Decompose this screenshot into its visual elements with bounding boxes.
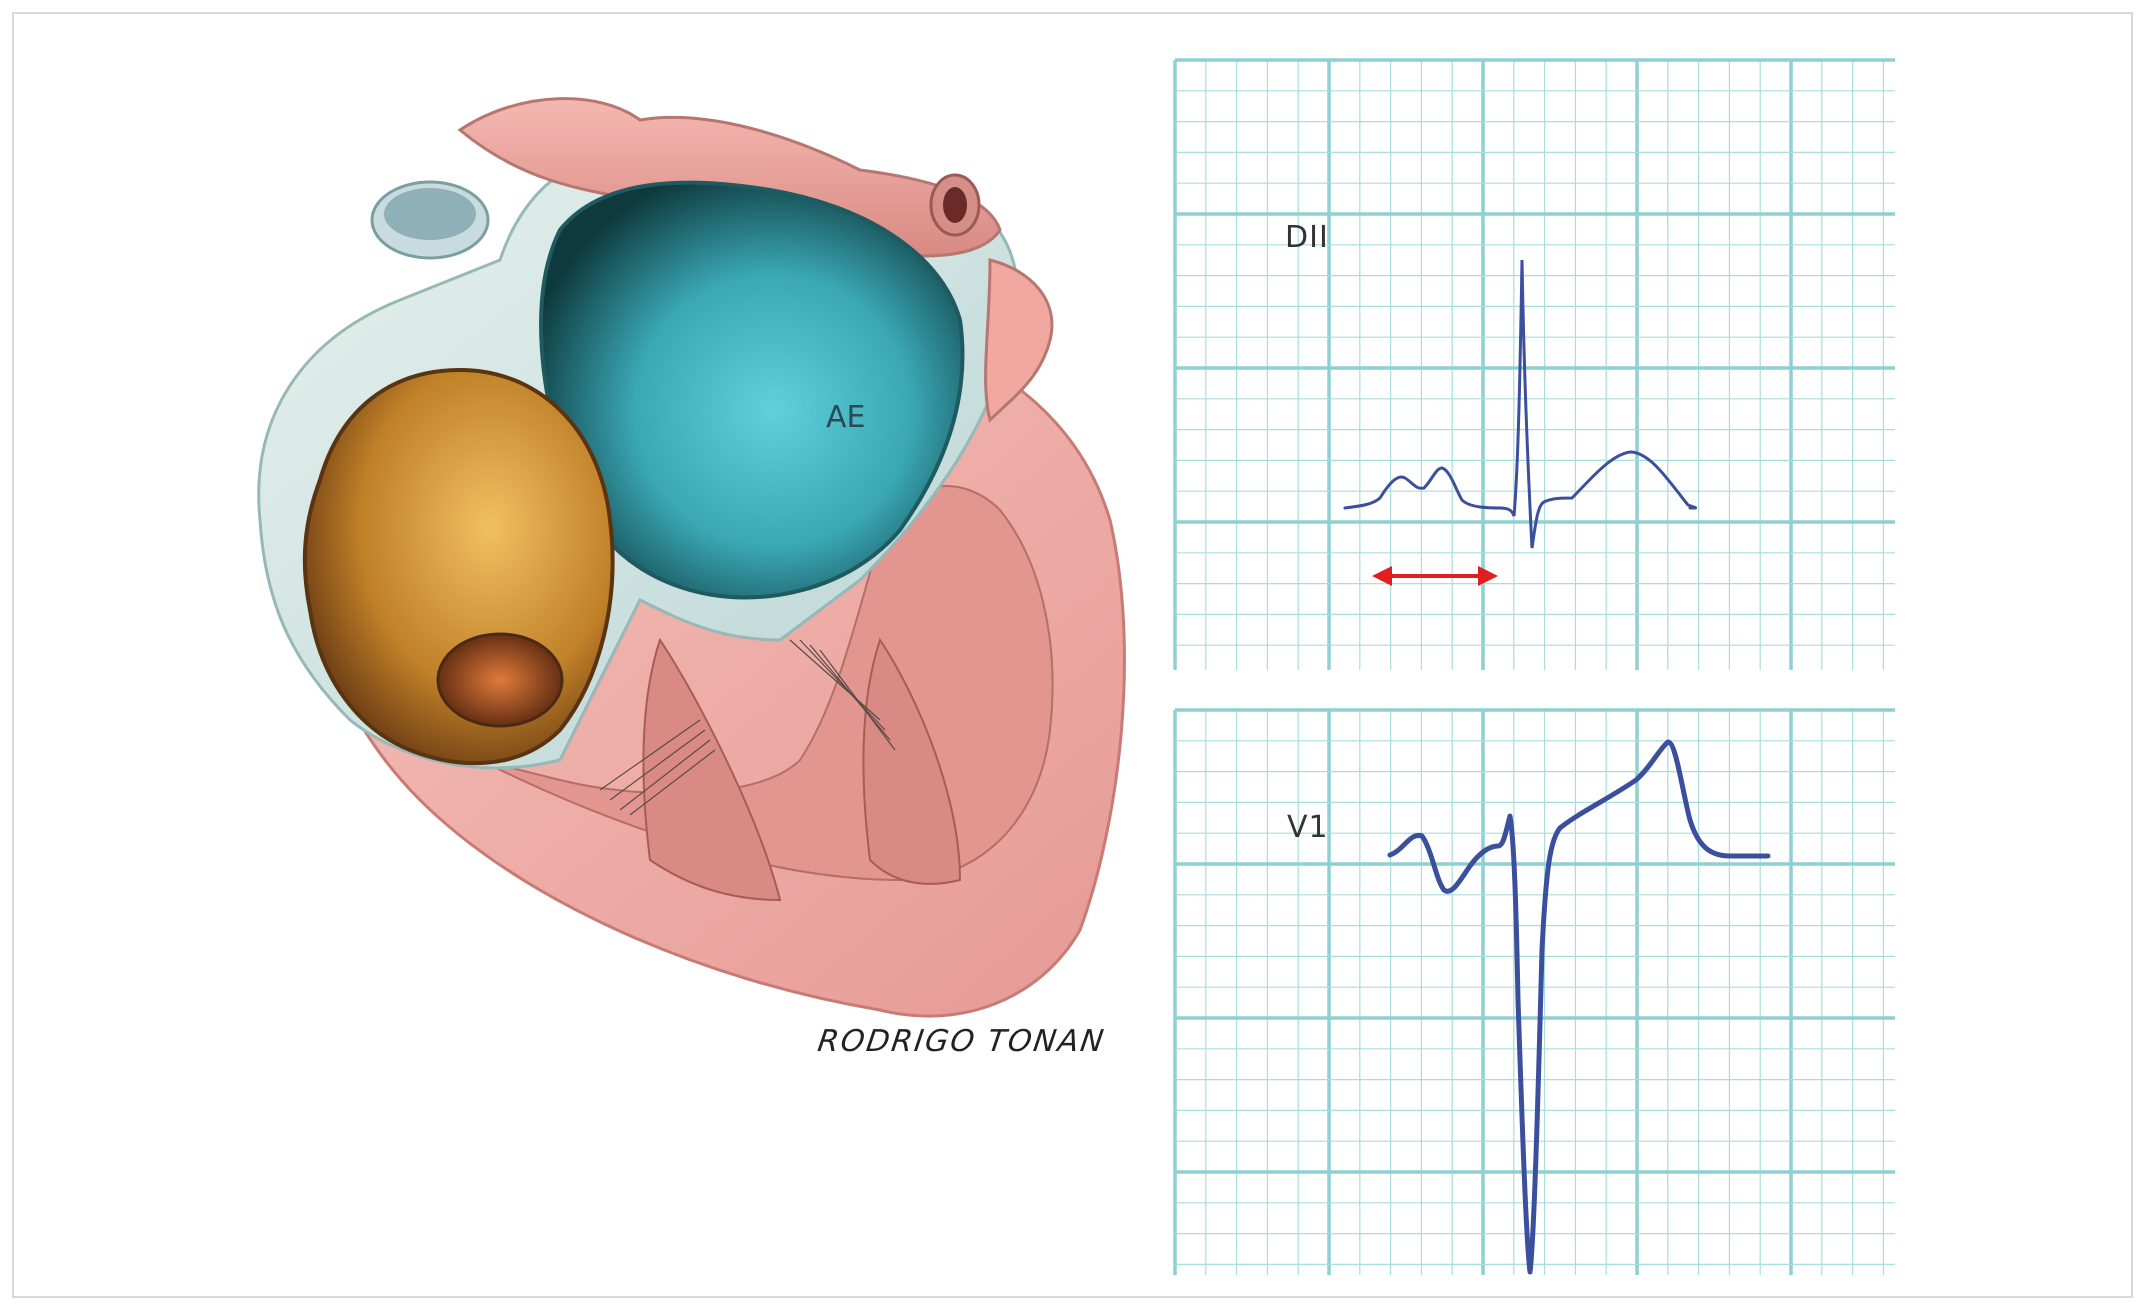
ecg-grid-dii <box>1175 60 1895 670</box>
lead-label-v1: V1 <box>1287 810 1329 845</box>
ecg-grid-background <box>1175 60 1895 670</box>
lead-label-dii: DII <box>1285 220 1329 255</box>
